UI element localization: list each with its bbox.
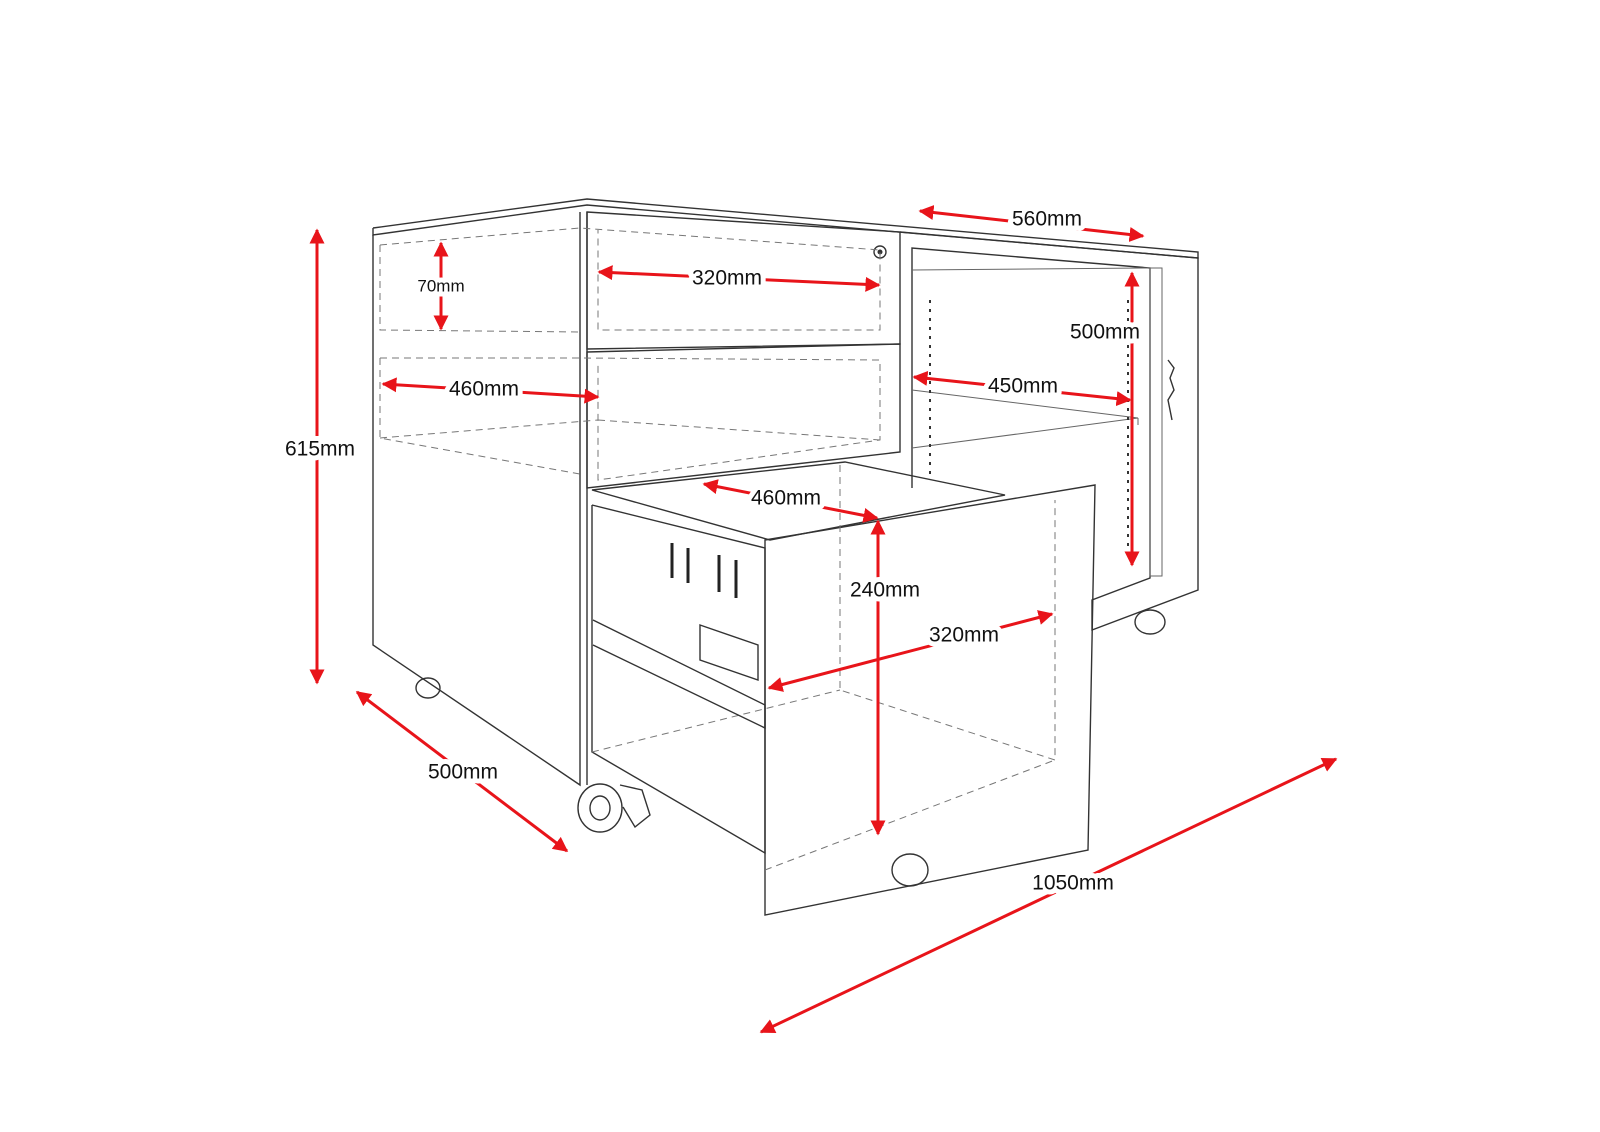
drawer-vent-slots: [670, 543, 738, 598]
label-file-drawer-height: 240mm: [850, 579, 920, 602]
file-drawer-front: [764, 484, 1096, 916]
drawer-handle: [699, 624, 759, 681]
file-drawer-side: [591, 504, 766, 855]
label-cupboard-width: 560mm: [1012, 208, 1082, 231]
dimension-arrows: [309, 205, 1338, 1034]
left-side-panel: [372, 212, 581, 787]
label-top-drawer-width: 320mm: [692, 267, 762, 290]
door-handle: [1167, 359, 1175, 421]
label-top-drawer-height: 70mm: [417, 276, 464, 295]
middle-drawer-front: [586, 343, 901, 489]
label-file-drawer-depth: 460mm: [751, 487, 821, 510]
drawer-runner: [592, 619, 766, 730]
arrow-file-drawer-width: [767, 610, 1054, 692]
arrow-drawer-depth-side: [381, 377, 600, 404]
file-drawer-top: [591, 461, 1006, 541]
tambour-door: [1149, 267, 1163, 577]
label-overall-height: 615mm: [285, 438, 355, 461]
label-overall-depth: 500mm: [428, 761, 498, 784]
arrow-file-drawer-depth: [702, 479, 879, 523]
cabinet-drawing: [372, 198, 1199, 916]
label-file-drawer-width: 320mm: [929, 624, 999, 647]
arrow-cupboard-depth: [912, 370, 1132, 407]
label-cupboard-height: 500mm: [1070, 321, 1140, 344]
arrow-overall-depth: [355, 690, 569, 853]
castor-wheels: [415, 609, 1166, 887]
arrow-cupboard-width: [918, 205, 1145, 242]
arrow-overall-length: [759, 757, 1338, 1034]
arrow-top-drawer-width: [597, 265, 881, 292]
label-cupboard-depth: 450mm: [988, 375, 1058, 398]
dimension-labels: 615mm 70mm 320mm 460mm 560mm 500mm 450mm…: [280, 203, 1145, 900]
label-drawer-depth-side: 460mm: [449, 378, 519, 401]
label-overall-length: 1050mm: [1032, 872, 1114, 895]
